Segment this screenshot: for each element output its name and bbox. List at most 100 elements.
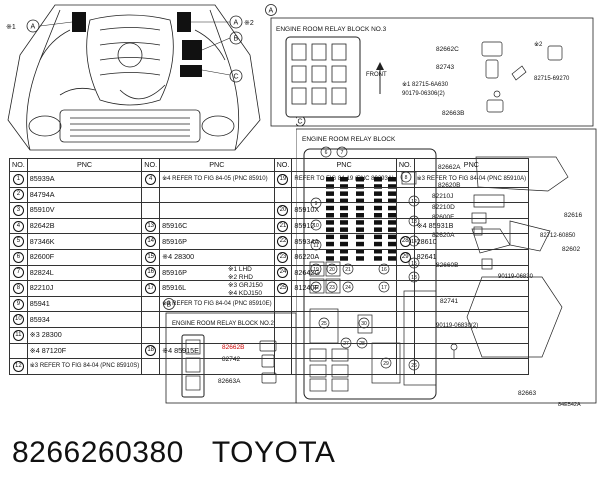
table-cell-pnc: ※3 REFER TO FIG 84-04 (PNC 85910E) bbox=[159, 295, 275, 313]
table-cell-pnc: 87346K bbox=[26, 233, 143, 250]
box-b-part-2: 82663A bbox=[218, 378, 241, 385]
table-header-cell: PNC bbox=[291, 158, 397, 172]
fuse-number: 6 bbox=[325, 150, 328, 156]
table-cell-no bbox=[141, 186, 161, 204]
number-circle: 5 bbox=[12, 236, 24, 248]
table-cell-pnc: ※4 87120F bbox=[26, 342, 143, 360]
table-cell-no bbox=[395, 217, 415, 235]
table-cell-no: 6 bbox=[9, 248, 28, 266]
relay-block-a2-marker bbox=[177, 12, 191, 32]
box-a-letter: A bbox=[269, 8, 274, 15]
table-cell-no: 13 bbox=[141, 217, 161, 235]
table-cell-pnc bbox=[413, 326, 530, 344]
table-cell-pnc: 82824L bbox=[26, 264, 143, 282]
number-circle: 12 bbox=[12, 360, 24, 372]
number-circle: 9 bbox=[12, 298, 24, 310]
number-circle: 7 bbox=[12, 267, 24, 279]
table-cell-no: 16 bbox=[141, 264, 161, 282]
table-cell-pnc bbox=[291, 342, 397, 360]
number-circle: 13 bbox=[145, 220, 157, 232]
table-cell-pnc bbox=[413, 295, 530, 313]
number-circle: 15 bbox=[145, 251, 157, 263]
table-cell-no bbox=[273, 326, 293, 344]
table-cell-no: 3 bbox=[9, 202, 28, 219]
table-row: 11※3 28300 bbox=[9, 326, 530, 344]
box-a-title: ENGINE ROOM RELAY BLOCK NO.3 bbox=[276, 26, 387, 33]
box-c-part-12: 82602 bbox=[562, 246, 580, 253]
table-cell-no: 2 bbox=[9, 186, 28, 204]
table-header-cell: NO. bbox=[273, 158, 293, 172]
table-cell-pnc bbox=[159, 202, 275, 219]
table-cell-pnc: 85939A bbox=[26, 171, 143, 188]
table-cell-pnc: ※4 28300 bbox=[159, 248, 275, 266]
number-circle: 14 bbox=[145, 236, 157, 248]
box-c-part-10: 82616 bbox=[564, 212, 582, 219]
table-cell-pnc: ※4 REFER TO FIG 84-05 (PNC 85910) bbox=[159, 171, 275, 188]
number-circle: 2 bbox=[12, 189, 24, 201]
table-cell-pnc: 82600F bbox=[26, 248, 143, 266]
table-cell-pnc: 85916P bbox=[159, 233, 275, 250]
relay-block-b-marker bbox=[182, 40, 202, 60]
part-number: 8266260380 bbox=[12, 436, 184, 469]
table-cell-pnc: 82642B bbox=[26, 217, 143, 235]
table-cell-pnc bbox=[413, 342, 530, 360]
number-circle: 11 bbox=[12, 329, 24, 341]
table-cell-no: 22 bbox=[273, 233, 293, 250]
fuse-number: 7 bbox=[341, 150, 344, 156]
box-c-part-11: 82712-60850 bbox=[540, 233, 576, 239]
table-cell-no: 18 bbox=[141, 342, 161, 360]
table-cell-no: 20 bbox=[273, 202, 293, 219]
table-cell-no: 10 bbox=[9, 311, 28, 328]
number-circle: 3 bbox=[12, 204, 24, 216]
engine-bay-illustration: ※1 A A ※2 B C bbox=[6, 4, 261, 151]
table-cell-pnc bbox=[291, 326, 397, 344]
table-cell-no bbox=[141, 311, 161, 328]
note-1: ※2 RHD bbox=[228, 274, 253, 281]
table-cell-no bbox=[141, 326, 161, 344]
table-cell-pnc: ※3 28300 bbox=[26, 326, 143, 344]
table-cell-no bbox=[395, 186, 415, 204]
table-cell-pnc bbox=[291, 186, 397, 204]
number-circle: 25 bbox=[277, 282, 289, 294]
table-cell-no bbox=[273, 186, 293, 204]
table-cell-no bbox=[395, 202, 415, 219]
table-cell-no: 24 bbox=[273, 264, 293, 282]
number-circle: 23 bbox=[277, 251, 289, 263]
table-cell-pnc bbox=[413, 186, 530, 204]
table-header-cell: NO. bbox=[395, 158, 415, 172]
number-circle: 4 bbox=[12, 220, 24, 232]
table-cell-no bbox=[395, 280, 415, 297]
table-cell-pnc: 85910X bbox=[291, 202, 397, 219]
table-cell-no bbox=[395, 326, 415, 344]
table-cell-pnc: ※4 85915E bbox=[159, 342, 275, 360]
table-cell-no: 14 bbox=[141, 233, 161, 250]
table-cell-pnc: 84794A bbox=[26, 186, 143, 204]
table-cell-no: 1 bbox=[9, 171, 28, 188]
box-a-part-3: 90179-06306(2) bbox=[402, 91, 445, 97]
table-header-cell: PNC bbox=[159, 158, 275, 172]
table-cell-no bbox=[395, 342, 415, 360]
relay-block-a-marker bbox=[72, 12, 86, 32]
note-2: ※3 GRJ150 bbox=[228, 282, 263, 289]
table-cell-pnc bbox=[413, 202, 530, 219]
box-c-code: 84E542A bbox=[558, 402, 581, 408]
table-cell-pnc: 85941 bbox=[26, 295, 143, 313]
table-cell-pnc bbox=[159, 326, 275, 344]
number-circle: 16 bbox=[145, 267, 157, 279]
number-circle: 6 bbox=[12, 251, 24, 263]
table-cell-pnc: 82210J bbox=[26, 280, 143, 297]
table-cell-no: 28 bbox=[395, 233, 415, 250]
number-circle: 1 bbox=[12, 173, 24, 185]
table-cell-no bbox=[273, 311, 293, 328]
callout-a2-prefix: ※2 bbox=[244, 20, 254, 27]
table-cell-pnc: 86220A bbox=[291, 248, 397, 266]
table-cell-pnc bbox=[159, 358, 275, 375]
